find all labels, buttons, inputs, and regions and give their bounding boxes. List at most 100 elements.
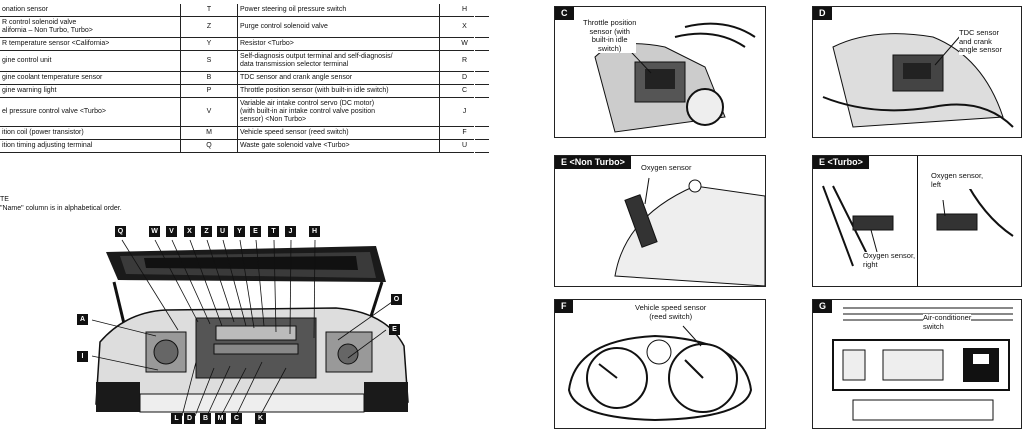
label-v: V: [166, 226, 177, 237]
panel-g-tag: G: [813, 300, 833, 313]
label-i: I: [77, 351, 88, 362]
label-h: H: [309, 226, 320, 237]
dashboard-console-illustration: [832, 307, 1013, 421]
table-row: R control solenoid valve alifornia – Non…: [0, 16, 489, 38]
component-name: ition timing adjusting terminal: [0, 139, 181, 153]
label-z: Z: [201, 226, 212, 237]
component-code: Q: [180, 139, 238, 153]
oxygen-sensors-turbo-illustration: [822, 175, 1014, 267]
panel-g-callout: Air-conditioner switch: [923, 313, 972, 331]
component-name: gine warning light: [0, 84, 181, 98]
panel-d-tdc-crank-sensor: D TDC sensor and crank angle sensor: [812, 6, 1022, 138]
engine-bay-illustration: [91, 239, 409, 417]
panel-e2-callout-right: Oxygen sensor, right: [863, 251, 916, 269]
label-y: Y: [234, 226, 245, 237]
label-w: W: [149, 226, 160, 237]
label-q: Q: [115, 226, 126, 237]
label-x: X: [184, 226, 195, 237]
component-name: TDC sensor and crank angle sensor: [237, 71, 440, 85]
throttle-body-illustration: [594, 22, 756, 133]
component-code: V: [180, 97, 238, 127]
component-code: C: [439, 84, 489, 98]
panel-e-oxygen-sensor-turbo: E <Turbo> Oxygen sensor, left Oxygen sen…: [812, 155, 1022, 287]
component-name: onation sensor: [0, 4, 181, 17]
panel-f-callout: Vehicle speed sensor (reed switch): [635, 303, 707, 321]
label-e-top: E: [250, 226, 261, 237]
label-m: M: [215, 413, 226, 424]
label-d: D: [184, 413, 195, 424]
label-j: J: [285, 226, 296, 237]
component-code: Z: [180, 16, 238, 38]
panel-d-callout: TDC sensor and crank angle sensor: [959, 28, 1002, 55]
panel-e1-variant: <Non Turbo>: [569, 157, 625, 167]
component-code: B: [180, 71, 238, 85]
note-text: "Name" column is in alphabetical order.: [0, 205, 122, 212]
component-name: Throttle position sensor (with built-in …: [237, 84, 440, 98]
panel-d-tag: D: [813, 7, 832, 20]
note-heading: TE: [0, 196, 9, 203]
component-code: T: [180, 4, 238, 17]
component-name: el pressure control valve <Turbo>: [0, 97, 181, 127]
component-code: X: [439, 16, 489, 38]
panel-e2-callout-left: Oxygen sensor, left: [931, 171, 984, 189]
component-name: Waste gate solenoid valve <Turbo>: [237, 139, 440, 153]
panel-e1-letter: E: [561, 157, 568, 167]
component-code: F: [439, 126, 489, 140]
component-name: Power steering oil pressure switch: [237, 4, 440, 17]
component-name: Variable air intake control servo (DC mo…: [237, 97, 440, 127]
panel-e2-divider: [917, 156, 918, 286]
tdc-sensor-illustration: [822, 33, 1014, 128]
panel-e1-tag: E <Non Turbo>: [555, 156, 631, 169]
panel-c-tag: C: [555, 7, 574, 20]
label-k: K: [255, 413, 266, 424]
component-name: Vehicle speed sensor (reed switch): [237, 126, 440, 140]
label-u: U: [217, 226, 228, 237]
component-name: Resistor <Turbo>: [237, 37, 440, 51]
component-code: D: [439, 71, 489, 85]
panel-e2-tag: E <Turbo>: [813, 156, 869, 169]
panel-f-tag: F: [555, 300, 573, 313]
component-code: W: [439, 37, 489, 51]
label-o: O: [391, 294, 402, 305]
panel-c-throttle-position-sensor: C Throttle position sensor (with built-i…: [554, 6, 766, 138]
component-code: U: [439, 139, 489, 153]
component-code: P: [180, 84, 238, 98]
instrument-cluster-illustration: [567, 325, 753, 422]
component-name: gine control unit: [0, 50, 181, 72]
label-e-right: E: [389, 324, 400, 335]
component-code: M: [180, 126, 238, 140]
component-code: S: [180, 50, 238, 72]
panel-e2-variant: <Turbo>: [827, 157, 863, 167]
label-c: C: [231, 413, 242, 424]
label-l: L: [171, 413, 182, 424]
component-name: Purge control solenoid valve: [237, 16, 440, 38]
component-code: R: [439, 50, 489, 72]
component-name: R control solenoid valve alifornia – Non…: [0, 16, 181, 38]
component-name: R temperature sensor <California>: [0, 37, 181, 51]
label-b: B: [200, 413, 211, 424]
label-a: A: [77, 314, 88, 325]
oxygen-sensor-illustration: [614, 177, 765, 286]
component-code: Y: [180, 37, 238, 51]
label-t: T: [268, 226, 279, 237]
panel-c-callout: Throttle position sensor (with built-in …: [583, 18, 637, 53]
panel-f-vehicle-speed-sensor: F Vehicle speed sensor (reed switch): [554, 299, 766, 429]
component-name: Self-diagnosis output terminal and self-…: [237, 50, 440, 72]
panel-e1-callout: Oxygen sensor: [641, 163, 692, 173]
panel-g-air-conditioner-switch: G Air-conditioner switch: [812, 299, 1022, 429]
panel-e-oxygen-sensor-non-turbo: E <Non Turbo> Oxygen sensor: [554, 155, 766, 287]
component-name: ition coil (power transistor): [0, 126, 181, 140]
panel-e2-letter: E: [819, 157, 826, 167]
component-name: gine coolant temperature sensor: [0, 71, 181, 85]
component-code: H: [439, 4, 489, 17]
component-code: J: [439, 97, 489, 127]
